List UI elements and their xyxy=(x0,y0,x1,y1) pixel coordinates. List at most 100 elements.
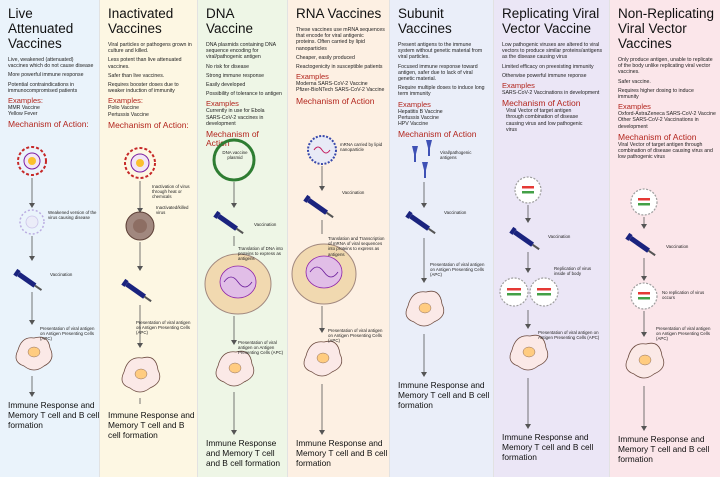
viral-vector-icon xyxy=(630,188,658,216)
caption: Presentation of viral antigen on Antigen… xyxy=(40,326,95,342)
description-line: DNA plasmids containing DNA sequence enc… xyxy=(206,42,276,61)
column-title: Live Attenuated Vaccines xyxy=(8,6,74,51)
antigen-icon xyxy=(412,140,432,178)
column-title: Subunit Vaccines xyxy=(398,6,452,36)
apc-cell-icon xyxy=(509,334,549,371)
description-line: More powerful immune response xyxy=(8,72,84,79)
mechanism-heading: Mechanism of Action xyxy=(618,131,697,142)
apc-cell-icon xyxy=(303,340,343,377)
description-line: Present antigens to the immune system wi… xyxy=(398,42,483,61)
result-text: Immune Response and Memory T cell and B … xyxy=(296,438,388,468)
description-line: Otherwise powerful immune reponse xyxy=(502,72,587,79)
description-line: Live, weakened (attenuated) vaccines whi… xyxy=(8,57,94,70)
caption: Vaccination xyxy=(254,222,277,227)
apc-cell-icon xyxy=(215,350,255,387)
description-line: Potential contraindications in immunocom… xyxy=(8,81,78,94)
mechanism-heading: Mechanism of Action xyxy=(398,129,477,140)
syringe-icon xyxy=(509,226,540,251)
cell-nucleus-icon xyxy=(291,243,357,305)
caption: Vaccination xyxy=(342,190,365,195)
apc-cell-icon xyxy=(121,356,161,393)
caption: Translation and Transcription of mRNA of… xyxy=(328,236,385,257)
example-item: Other SARS-CoV-2 Vaccinations in develop… xyxy=(618,117,699,130)
column-live-attenuated: Live Attenuated Vaccines Live, weakened … xyxy=(0,0,100,477)
syringe-icon xyxy=(303,194,334,219)
column-title: Replicating Viral Vector Vaccine xyxy=(502,6,600,36)
result-text: Immune Response and Memory T cell and B … xyxy=(206,438,281,468)
cell-nucleus-icon xyxy=(204,253,272,315)
example-item: Pertussis Vaccine xyxy=(108,111,149,118)
description-line: Safer vaccine. xyxy=(618,78,651,85)
lipid-nanoparticle-icon xyxy=(307,135,337,165)
examples-heading: Examples xyxy=(296,72,329,82)
caption: Presentation of viral antigen on Antigen… xyxy=(430,262,485,278)
description-line: Reactogenicity in susceptible patients xyxy=(296,64,383,71)
virus-icon xyxy=(124,147,156,179)
column-subunit: Subunit Vaccines Present antigens to the… xyxy=(390,0,494,477)
replicated-vector-icon xyxy=(499,277,559,307)
column-non-replicating-viral-vector: Non-Replicating Viral Vector Vaccines On… xyxy=(610,0,720,477)
result-text: Immune Response and Memory T cell and B … xyxy=(8,400,100,430)
syringe-icon xyxy=(213,210,244,235)
description-line: Safer than live vaccines. xyxy=(108,72,165,79)
syringe-icon xyxy=(625,232,656,257)
example-item: Moderna SARS-CoV-2 Vaccine xyxy=(296,81,368,88)
mechanism-heading: Mechanism of Action xyxy=(502,98,581,109)
description-line: Viral particles or pathogens grown in cu… xyxy=(108,42,192,55)
example-item: HPV Vaccine xyxy=(398,121,429,128)
caption: Vaccination xyxy=(548,234,571,239)
inactivated-illustration xyxy=(121,147,161,404)
weakened-virus-icon xyxy=(19,209,45,235)
virus-icon xyxy=(17,146,47,176)
description-line: Require multiple doses to induce long te… xyxy=(398,85,485,98)
caption: Presentation of viral antigen on Antigen… xyxy=(328,328,383,344)
description-line: Low pathogenic viruses are altered to vi… xyxy=(502,42,603,61)
result-text: Immune Response and Memory T cell and B … xyxy=(108,410,195,440)
viral-vector-icon xyxy=(514,176,542,204)
examples-heading: Examples xyxy=(206,99,239,109)
description-line: No risk for disease xyxy=(206,63,249,70)
mechanism-heading: Mechanism of Action: xyxy=(108,119,189,130)
column-title: Inactivated Vaccines xyxy=(108,6,174,36)
caption: Presentation of viral antigen on Antigen… xyxy=(238,340,284,356)
caption: mRNA carried by lipid nanoparticle xyxy=(340,142,383,153)
caption: Viral/pathogenic antigens xyxy=(440,150,472,161)
example-item: Oxford-AstraZeneca SARS-CoV-2 Vaccine xyxy=(618,111,716,118)
killed-virus-icon xyxy=(125,211,155,241)
example-item: Yellow Fever xyxy=(8,111,38,118)
description-line: Limited efficacy on preexisting immunity xyxy=(502,63,594,70)
caption: DNA vaccine plasmid xyxy=(222,150,248,161)
apc-cell-icon xyxy=(405,290,445,327)
caption: Replication of virus inside of body xyxy=(554,266,592,277)
caption: No replication of virus occurs xyxy=(662,290,705,301)
non-replicating-vector-illustration xyxy=(625,188,665,431)
mechanism-heading: Mechanism of Action: xyxy=(8,119,89,130)
caption: Presentation of viral antigen on Antigen… xyxy=(538,330,600,341)
column-title: RNA Vaccines xyxy=(296,6,382,21)
caption: Vaccination xyxy=(444,210,467,215)
mechanism-heading: Mechanism of Action xyxy=(206,129,259,149)
description-line: Focused immune response toward antigen, … xyxy=(398,63,478,83)
description-line: Only produce antigen, unable to replicat… xyxy=(618,57,713,76)
plasmid-icon xyxy=(212,138,256,182)
result-text: Immune Response and Memory T cell and B … xyxy=(398,380,490,410)
example-item: MMR Vaccine xyxy=(8,105,40,112)
description-line: These vaccines use mRNA sequences that e… xyxy=(296,27,385,52)
subunit-illustration xyxy=(405,140,445,377)
example-item: SARS-CoV-2 vaccines in development xyxy=(206,114,264,127)
column-rna: RNA Vaccines These vaccines use mRNA seq… xyxy=(288,0,390,477)
examples-heading: Examples: xyxy=(8,96,44,106)
caption: Translation of DNA into proteins to expr… xyxy=(238,246,283,262)
example-item: SARS-CoV-2 Vaccinations in development xyxy=(502,90,600,97)
caption: Inactivated/killed virus xyxy=(156,205,189,216)
caption: Inactivation of virus through heat or ch… xyxy=(152,184,190,200)
column-title: Non-Replicating Viral Vector Vaccines xyxy=(618,6,715,51)
column-title: DNA Vaccine xyxy=(206,6,254,36)
result-text: Immune Response and Memory T cell and B … xyxy=(502,432,594,462)
examples-heading: Examples xyxy=(398,99,431,109)
syringe-icon xyxy=(121,278,152,303)
live-attenuated-illustration xyxy=(13,146,53,397)
description-line: Cheaper, easily produced xyxy=(296,54,355,61)
caption: Presentation of viral antigen on Antigen… xyxy=(136,320,191,336)
